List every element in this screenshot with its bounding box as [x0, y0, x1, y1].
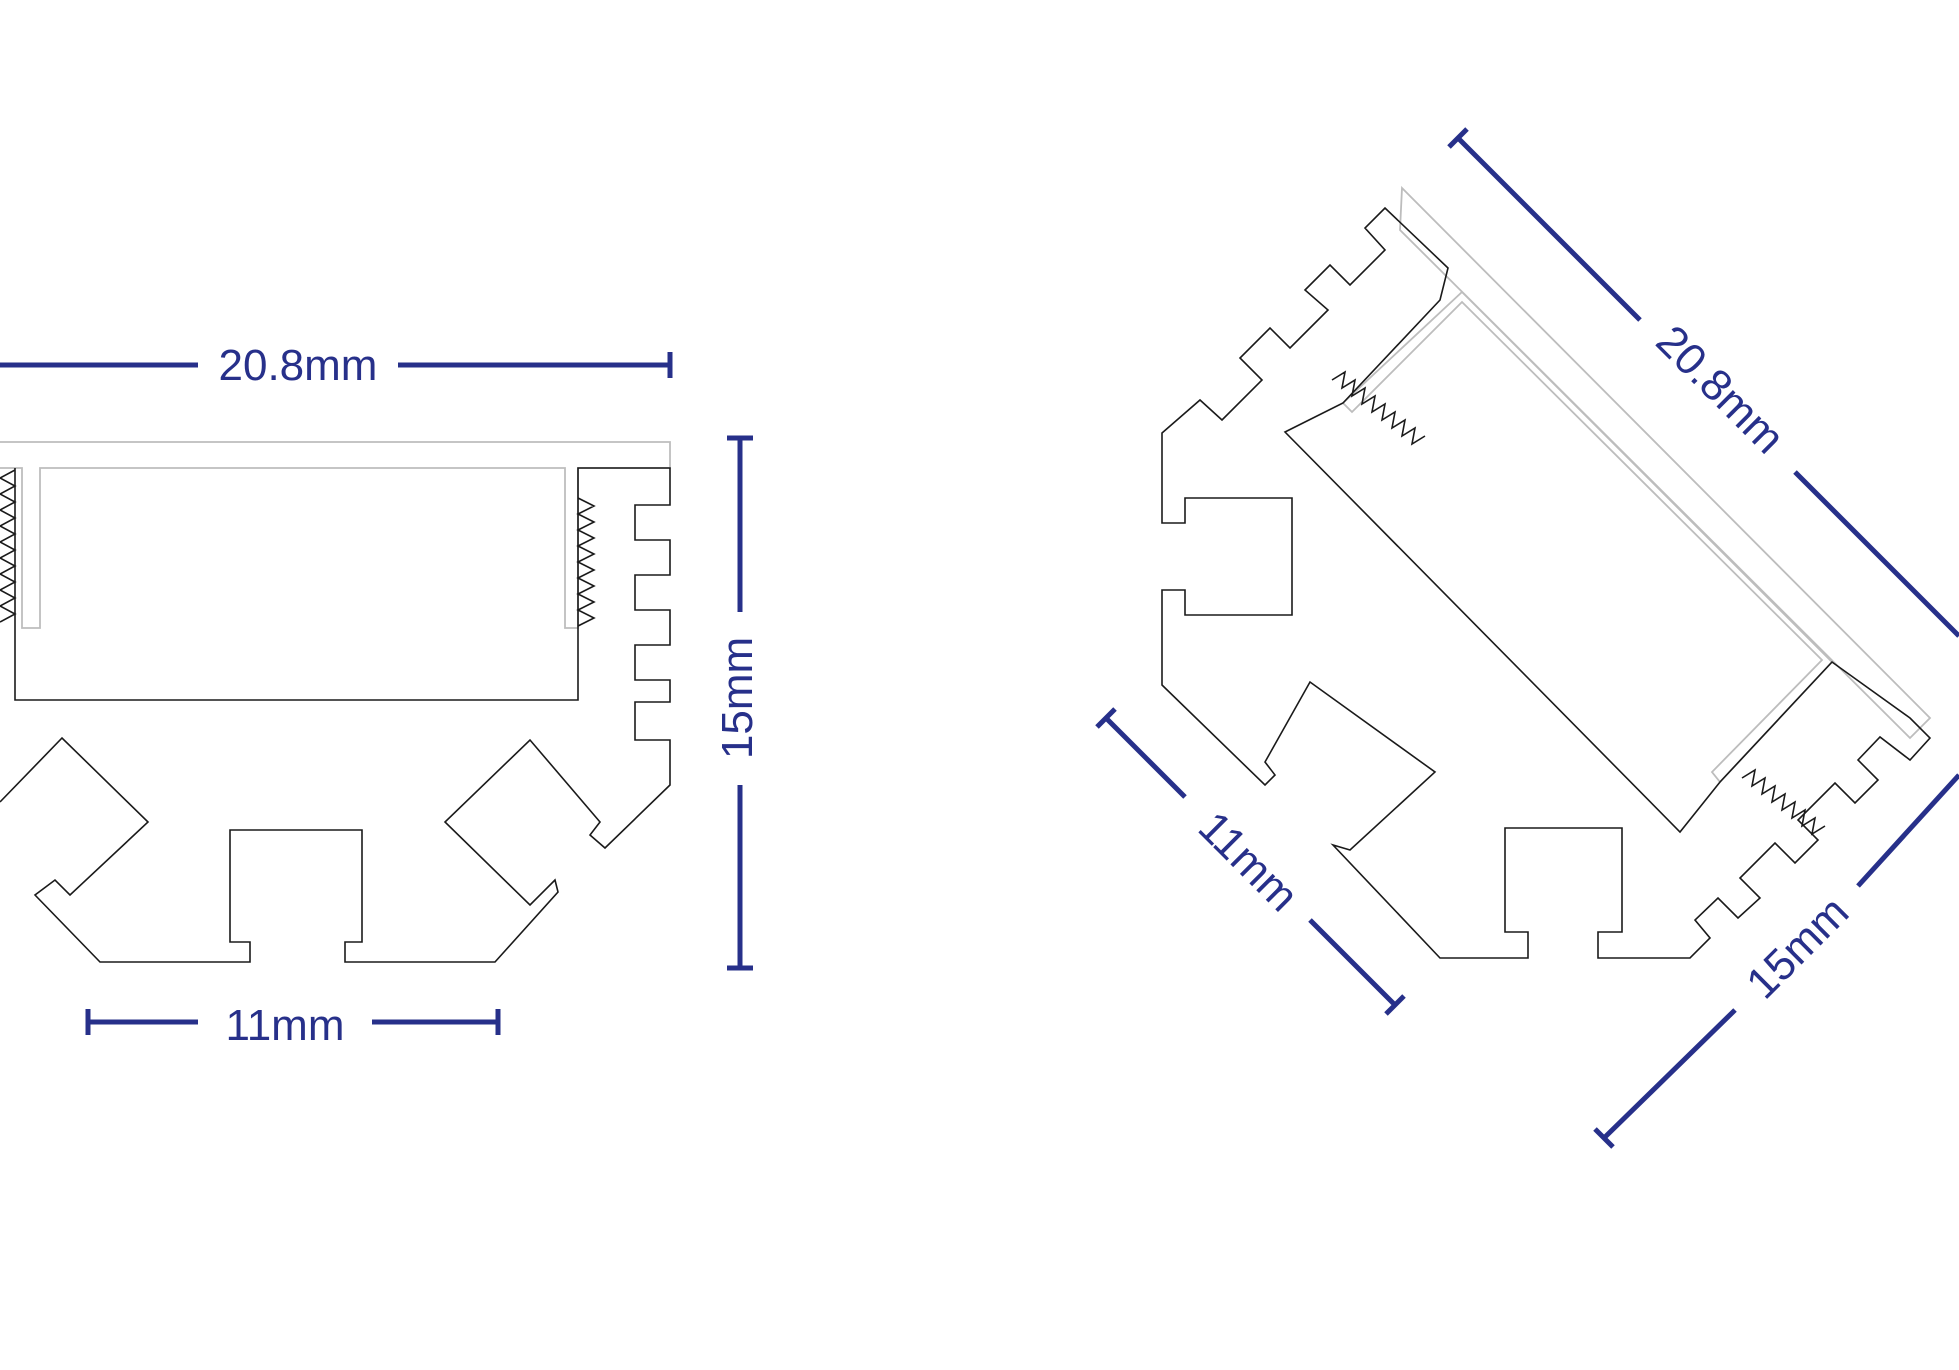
front-view: 20.8mm 15mm 11mm — [0, 341, 762, 1050]
front-spring-left — [0, 469, 17, 623]
rotated-diffuser-inner — [1341, 290, 1834, 784]
rotated-profile-outline — [1161, 206, 1932, 959]
rotated-channel-label: 11mm — [1189, 802, 1308, 921]
front-diffuser — [0, 441, 671, 629]
rotated-width-dimension: 20.8mm — [1447, 127, 1959, 638]
rotated-height-dimension: 15mm — [1593, 773, 1959, 1149]
front-width-label: 20.8mm — [219, 341, 378, 390]
rotated-height-label: 15mm — [1737, 887, 1858, 1008]
front-height-label: 15mm — [713, 637, 762, 759]
rotated-spring-upper — [1331, 370, 1426, 446]
front-channel-label: 11mm — [226, 1001, 345, 1050]
rotated-diffuser — [1399, 185, 1932, 740]
rotated-width-label: 20.8mm — [1647, 316, 1794, 463]
front-spring-right — [576, 497, 596, 627]
rotated-view: 20.8mm 11mm 15mm — [1095, 127, 1959, 1149]
front-profile-outline — [0, 467, 671, 963]
front-width-dimension: 20.8mm — [0, 341, 673, 390]
front-channel-dimension: 11mm — [85, 1001, 501, 1050]
rotated-channel-dimension: 11mm — [1095, 707, 1406, 1016]
rotated-spring-lower — [1741, 768, 1826, 836]
front-height-dimension: 15mm — [713, 435, 762, 971]
